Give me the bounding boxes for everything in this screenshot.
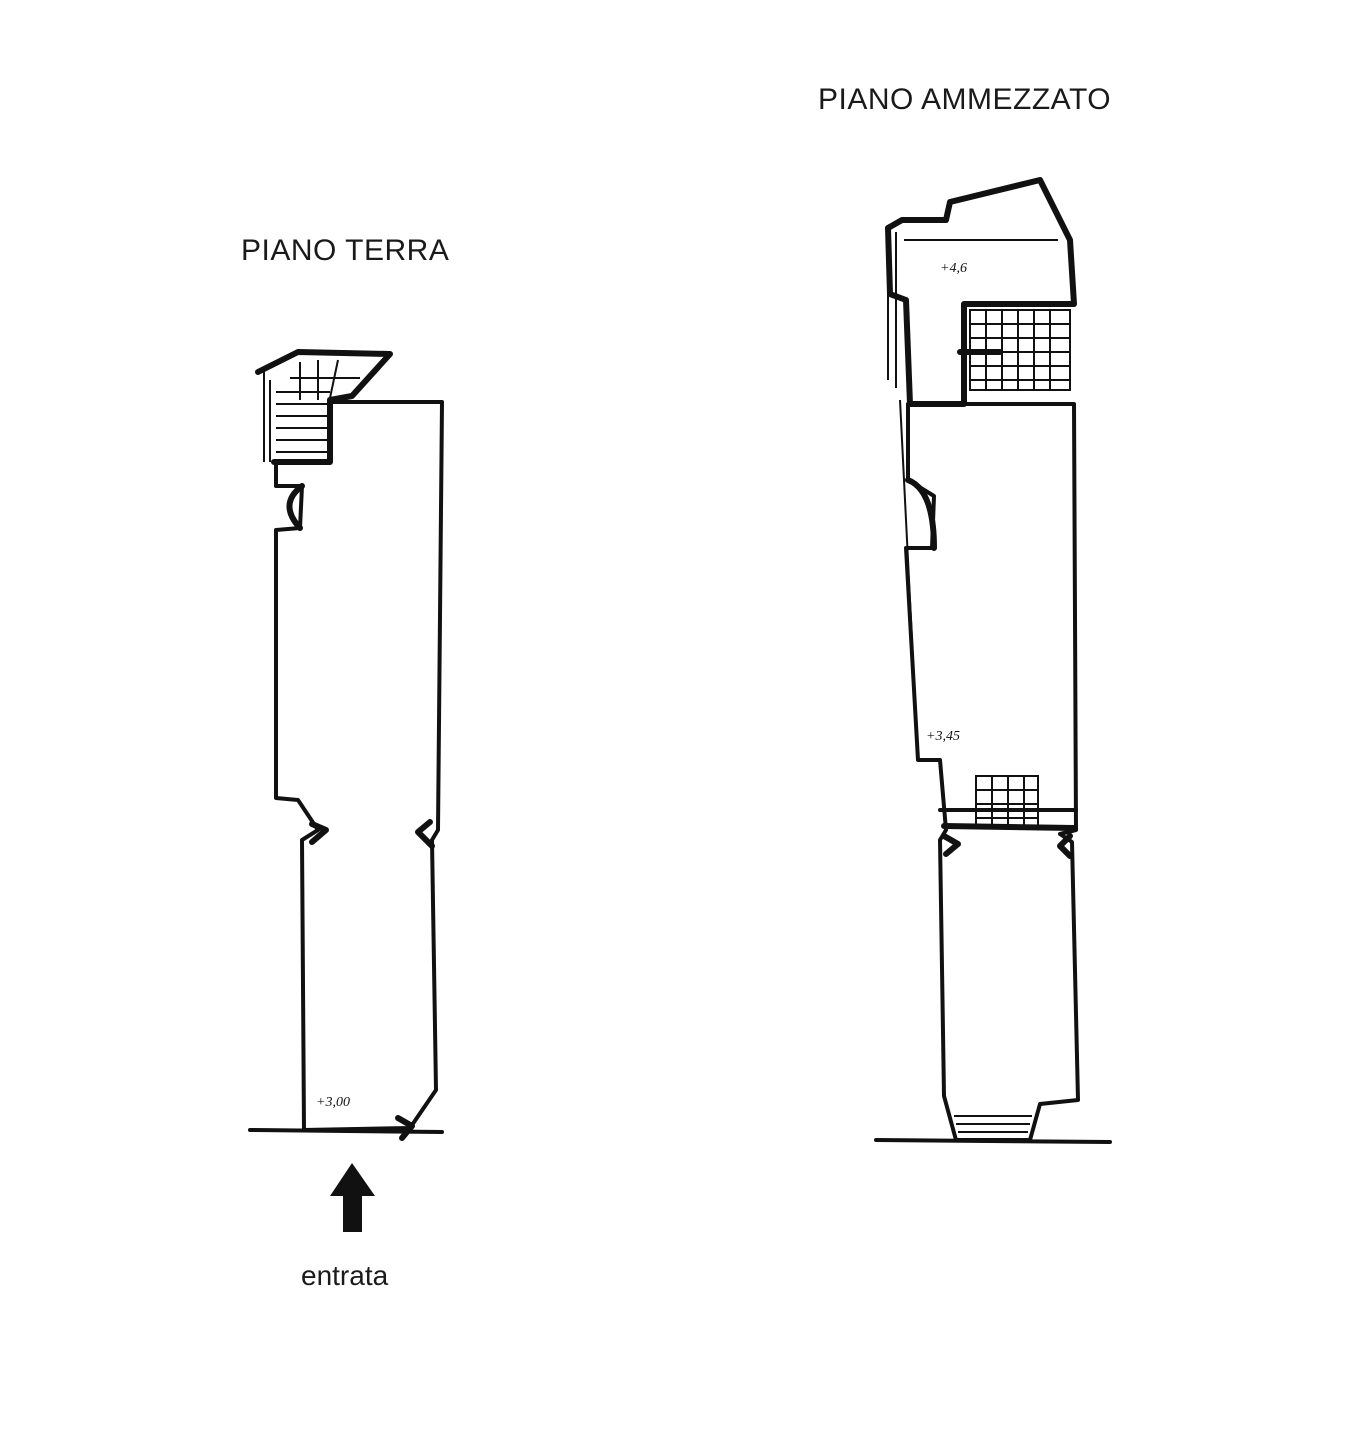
mezzanine-plan: +4,6 +3,45 [874, 177, 1112, 1144]
ground-floor-height-note: +3,00 [316, 1095, 350, 1110]
mezzanine-door-jambs [941, 833, 1073, 859]
entrance-arrow-icon [330, 1163, 375, 1232]
ground-floor-staircase [255, 349, 393, 465]
mezzanine-street-line [874, 1138, 1112, 1144]
ground-floor-street-line [248, 1128, 444, 1134]
mezzanine-title: PIANO AMMEZZATO [818, 83, 1112, 116]
entrance-label: entrata [301, 1260, 389, 1291]
mezzanine-lower-staircase [975, 775, 1039, 827]
mezzanine-height-note-mid: +3,45 [926, 729, 960, 744]
ground-floor-title: PIANO TERRA [241, 234, 450, 267]
ground-floor-door-jambs [309, 819, 435, 1141]
mezzanine-entrance-steps [954, 1115, 1032, 1133]
ground-floor-plan: +3,00 [248, 349, 444, 1141]
mezzanine-height-note-top: +4,6 [940, 261, 967, 276]
